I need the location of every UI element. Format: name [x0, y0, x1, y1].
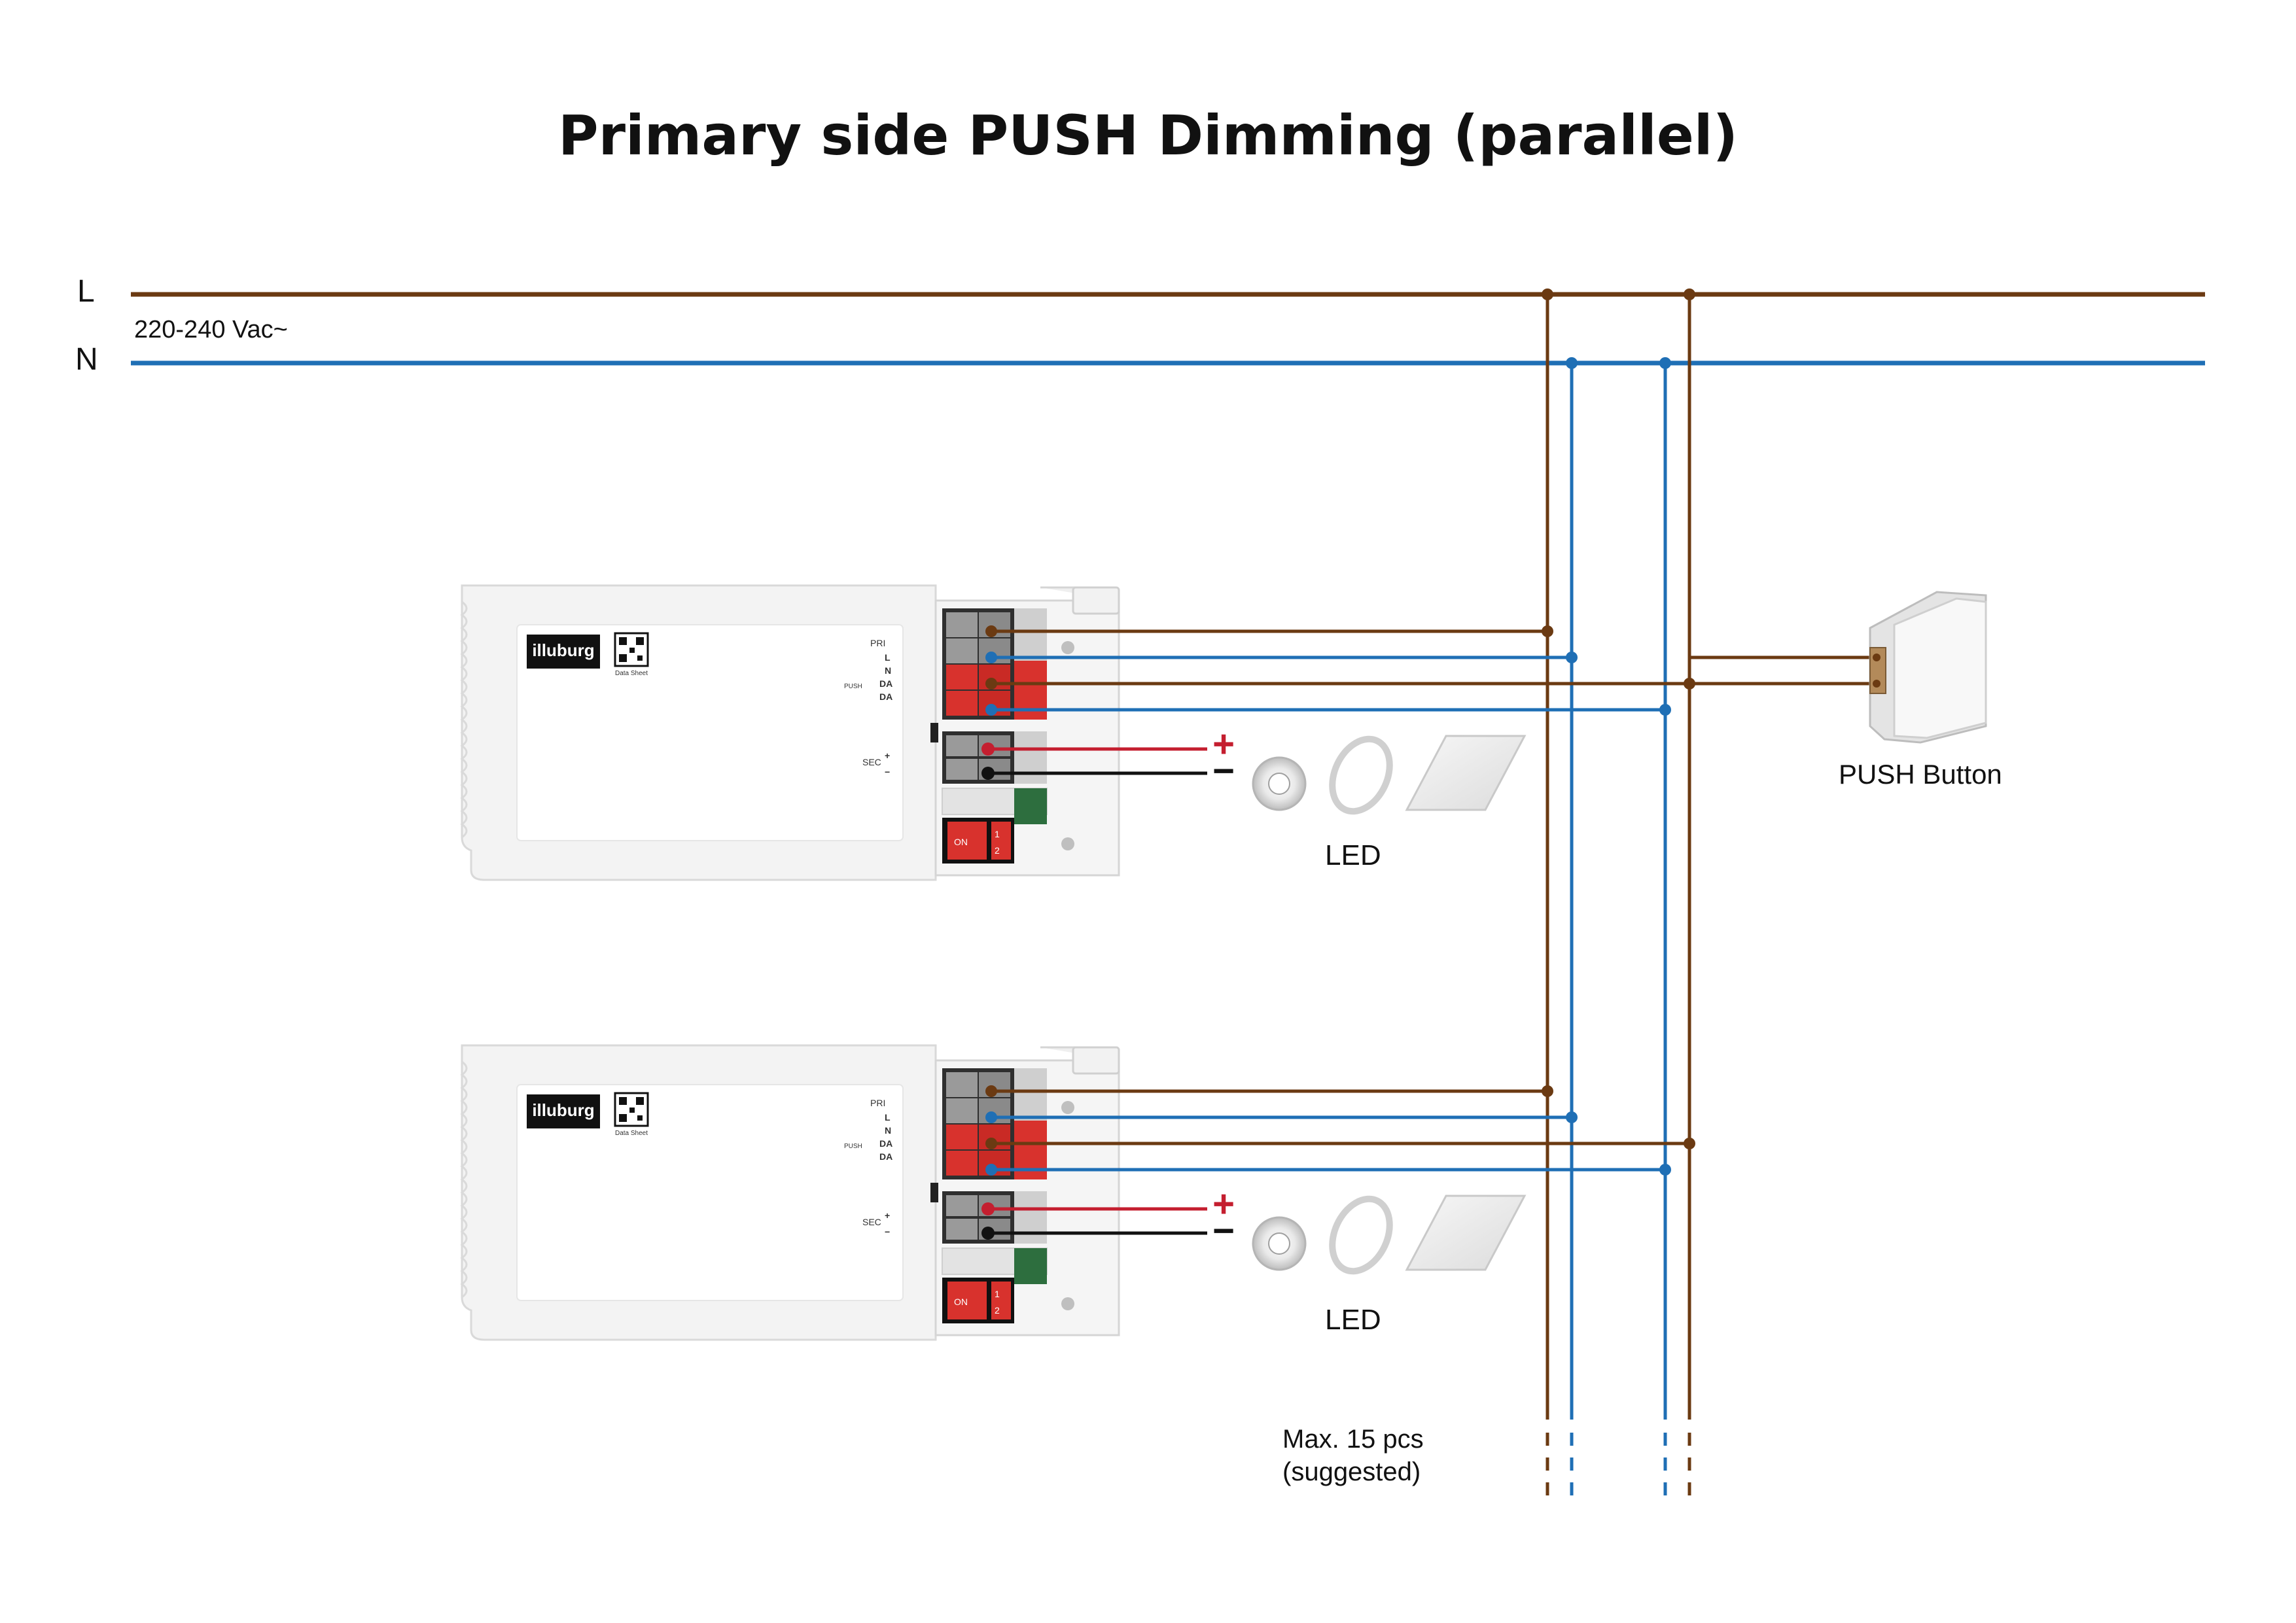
max-note-line1: Max. 15 pcs — [1282, 1425, 1424, 1454]
dip-2-label: 2 — [995, 845, 1000, 856]
vertical-bus — [1545, 294, 1691, 1501]
qr-caption: Data Sheet — [615, 670, 648, 677]
driver-2: illuburg Data Sheet PRI L N DA DA PUSH S… — [461, 1044, 1695, 1341]
led-panel-icon — [1405, 1195, 1527, 1271]
led-plus-sign: + — [1212, 723, 1235, 765]
push-button-label: PUSH Button — [1839, 759, 2002, 790]
led-spotlight-icon — [1252, 1216, 1307, 1271]
max-note-line2: (suggested) — [1282, 1457, 1421, 1486]
led-ring-icon — [1329, 1195, 1393, 1275]
led-label-1: LED — [1325, 839, 1381, 871]
dip-2-label: 2 — [995, 1305, 1000, 1316]
label-sec-minus: − — [885, 1227, 890, 1237]
brand-badge: illuburg — [527, 1094, 600, 1128]
terminal-legend: PRI L N DA DA PUSH SEC + − ON 1 2 — [844, 1098, 1000, 1316]
brand-badge: illuburg — [527, 635, 600, 669]
label-sec-plus: + — [885, 1210, 890, 1221]
brand-name: illuburg — [532, 1100, 594, 1120]
label-sec: SEC — [862, 757, 881, 767]
push-button-icon — [1869, 591, 1987, 744]
label-terminal-l: L — [885, 1112, 891, 1123]
label-terminal-da2: DA — [879, 1151, 892, 1162]
qr-code: Data Sheet — [614, 632, 649, 677]
dip-on-label: ON — [954, 1297, 968, 1307]
label-terminal-l: L — [885, 652, 891, 663]
qr-caption: Data Sheet — [615, 1130, 648, 1137]
driver-2-wires — [981, 1085, 1695, 1240]
label-pri: PRI — [870, 638, 885, 648]
voltage-label: 220-240 Vac~ — [134, 316, 288, 343]
terminal-legend: PRI L N DA DA PUSH SEC + − ON 1 2 — [844, 638, 1000, 856]
led-ring-icon — [1329, 735, 1393, 815]
line-label: L — [77, 274, 95, 309]
led-label-2: LED — [1325, 1304, 1381, 1336]
mains-junctions — [1542, 288, 1695, 369]
label-sec: SEC — [862, 1217, 881, 1227]
neutral-label: N — [75, 342, 98, 377]
push-button-wiring — [1687, 294, 1881, 686]
led-spotlight-icon — [1252, 756, 1307, 811]
label-terminal-n: N — [885, 1125, 891, 1136]
led-minus-sign: − — [1212, 750, 1235, 792]
label-sec-plus: + — [885, 750, 890, 761]
brand-name: illuburg — [532, 640, 594, 660]
label-sec-minus: − — [885, 767, 890, 777]
led-minus-sign: − — [1212, 1210, 1235, 1252]
qr-code: Data Sheet — [614, 1092, 649, 1137]
label-terminal-n: N — [885, 665, 891, 676]
dip-on-label: ON — [954, 837, 968, 847]
dip-1-label: 1 — [995, 1289, 1000, 1299]
label-terminal-da1: DA — [879, 1138, 892, 1149]
dip-1-label: 1 — [995, 829, 1000, 839]
driver-1: illuburg Data Sheet PRI L N DA DA PUSH S… — [461, 584, 1695, 881]
label-terminal-da1: DA — [879, 678, 892, 689]
label-pri: PRI — [870, 1098, 885, 1108]
label-push: PUSH — [844, 683, 862, 690]
led-plus-sign: + — [1212, 1183, 1235, 1225]
driver-1-wires — [981, 625, 1695, 780]
page-title: Primary side PUSH Dimming (parallel) — [558, 103, 1738, 167]
label-terminal-da2: DA — [879, 691, 892, 702]
led-panel-icon — [1405, 735, 1527, 811]
label-push: PUSH — [844, 1143, 862, 1150]
